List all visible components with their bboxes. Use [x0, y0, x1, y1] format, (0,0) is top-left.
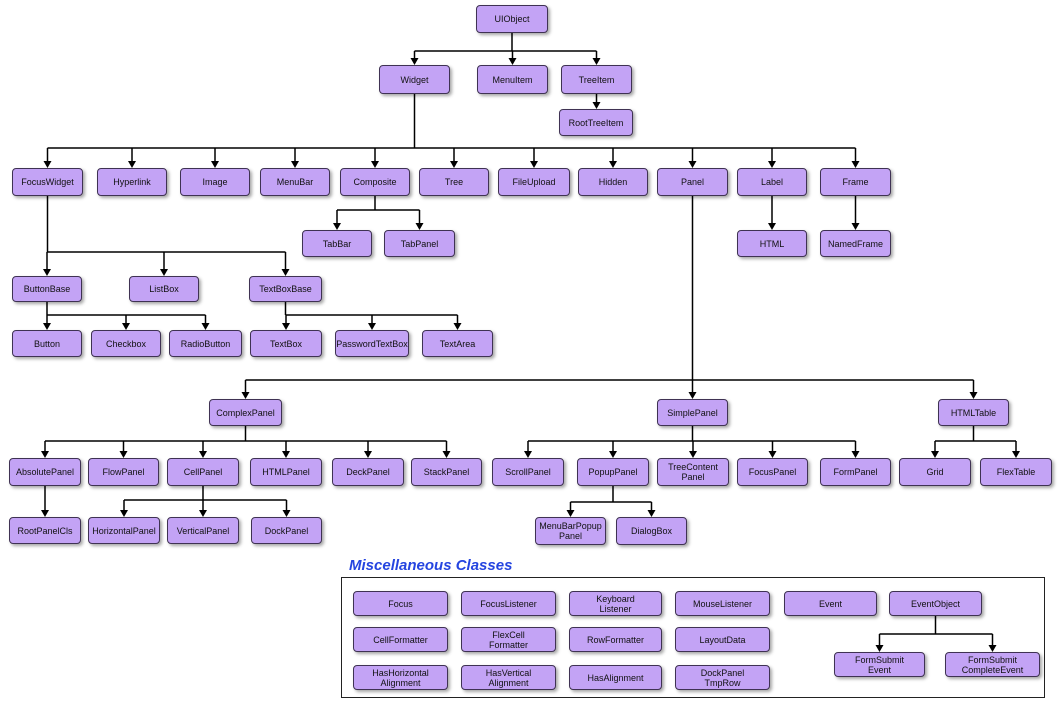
- class-node-focuslistener: FocusListener: [461, 591, 556, 616]
- class-node-hidden: Hidden: [578, 168, 648, 196]
- class-node-dialogbox: DialogBox: [616, 517, 687, 545]
- class-node-htmltable: HTMLTable: [938, 399, 1009, 426]
- class-node-rowformatter: RowFormatter: [569, 627, 662, 652]
- class-node-dockpaneltmprow: DockPanel TmpRow: [675, 665, 770, 690]
- misc-classes-title: Miscellaneous Classes: [349, 557, 513, 574]
- class-node-cellpanel: CellPanel: [167, 458, 239, 486]
- class-node-radiobutton: RadioButton: [169, 330, 242, 357]
- class-node-button: Button: [12, 330, 82, 357]
- class-node-menubarpopuppanel: MenuBarPopup Panel: [535, 517, 606, 545]
- class-node-textarea: TextArea: [422, 330, 493, 357]
- class-node-absolutepanel: AbsolutePanel: [9, 458, 81, 486]
- misc-classes-frame: [341, 577, 1045, 698]
- class-node-hashorizontalalignment: HasHorizontal Alignment: [353, 665, 448, 690]
- class-node-keyboardlistener: Keyboard Listener: [569, 591, 662, 616]
- class-node-panel: Panel: [657, 168, 728, 196]
- class-node-layoutdata: LayoutData: [675, 627, 770, 652]
- class-node-tree: Tree: [419, 168, 489, 196]
- class-node-dockpanel: DockPanel: [251, 517, 322, 544]
- class-node-textboxbase: TextBoxBase: [249, 276, 322, 302]
- class-node-mouselistener: MouseListener: [675, 591, 770, 616]
- class-node-deckpanel: DeckPanel: [332, 458, 404, 486]
- class-node-hasverticalalignment: HasVertical Alignment: [461, 665, 556, 690]
- class-node-html: HTML: [737, 230, 807, 257]
- class-node-flextable: FlexTable: [980, 458, 1052, 486]
- class-node-scrollpanel: ScrollPanel: [492, 458, 564, 486]
- class-node-verticalpanel: VerticalPanel: [167, 517, 239, 544]
- class-node-flexcellformatter: FlexCell Formatter: [461, 627, 556, 652]
- class-node-menubar: MenuBar: [260, 168, 330, 196]
- class-node-widget: Widget: [379, 65, 450, 94]
- class-node-tabpanel: TabPanel: [384, 230, 455, 257]
- class-node-hasalignment: HasAlignment: [569, 665, 662, 690]
- class-node-grid: Grid: [899, 458, 971, 486]
- class-node-cellformatter: CellFormatter: [353, 627, 448, 652]
- class-node-complexpanel: ComplexPanel: [209, 399, 282, 426]
- class-node-focuspanel: FocusPanel: [737, 458, 808, 486]
- class-node-uiobject: UIObject: [476, 5, 548, 33]
- class-node-menuitem: MenuItem: [477, 65, 548, 94]
- class-node-hyperlink: Hyperlink: [97, 168, 167, 196]
- class-node-composite: Composite: [340, 168, 410, 196]
- class-node-formsubmitcompleteevent: FormSubmit CompleteEvent: [945, 652, 1040, 677]
- class-node-focus: Focus: [353, 591, 448, 616]
- class-node-namedframe: NamedFrame: [820, 230, 891, 257]
- class-node-label: Label: [737, 168, 807, 196]
- class-node-horizontalpanel: HorizontalPanel: [88, 517, 160, 544]
- class-node-passwordtextbox: PasswordTextBox: [335, 330, 409, 357]
- class-node-simplepanel: SimplePanel: [657, 399, 728, 426]
- class-node-roottreeitem: RootTreeItem: [559, 109, 633, 136]
- class-node-eventobject: EventObject: [889, 591, 982, 616]
- class-node-formpanel: FormPanel: [820, 458, 891, 486]
- class-node-tabbar: TabBar: [302, 230, 372, 257]
- class-node-treecontentpanel: TreeContent Panel: [657, 458, 729, 486]
- class-node-treeitem: TreeItem: [561, 65, 632, 94]
- class-node-formsubmitevent: FormSubmit Event: [834, 652, 925, 677]
- class-node-checkbox: Checkbox: [91, 330, 161, 357]
- class-node-stackpanel: StackPanel: [411, 458, 482, 486]
- class-node-buttonbase: ButtonBase: [12, 276, 82, 302]
- class-node-image: Image: [180, 168, 250, 196]
- class-node-event: Event: [784, 591, 877, 616]
- class-node-flowpanel: FlowPanel: [88, 458, 159, 486]
- class-node-focuswidget: FocusWidget: [12, 168, 83, 196]
- class-node-htmlpanel: HTMLPanel: [250, 458, 322, 486]
- class-node-rootpanelcls: RootPanelCls: [9, 517, 81, 544]
- class-node-frame: Frame: [820, 168, 891, 196]
- class-node-popuppanel: PopupPanel: [577, 458, 649, 486]
- class-node-fileupload: FileUpload: [498, 168, 570, 196]
- class-node-listbox: ListBox: [129, 276, 199, 302]
- class-node-textbox: TextBox: [250, 330, 322, 357]
